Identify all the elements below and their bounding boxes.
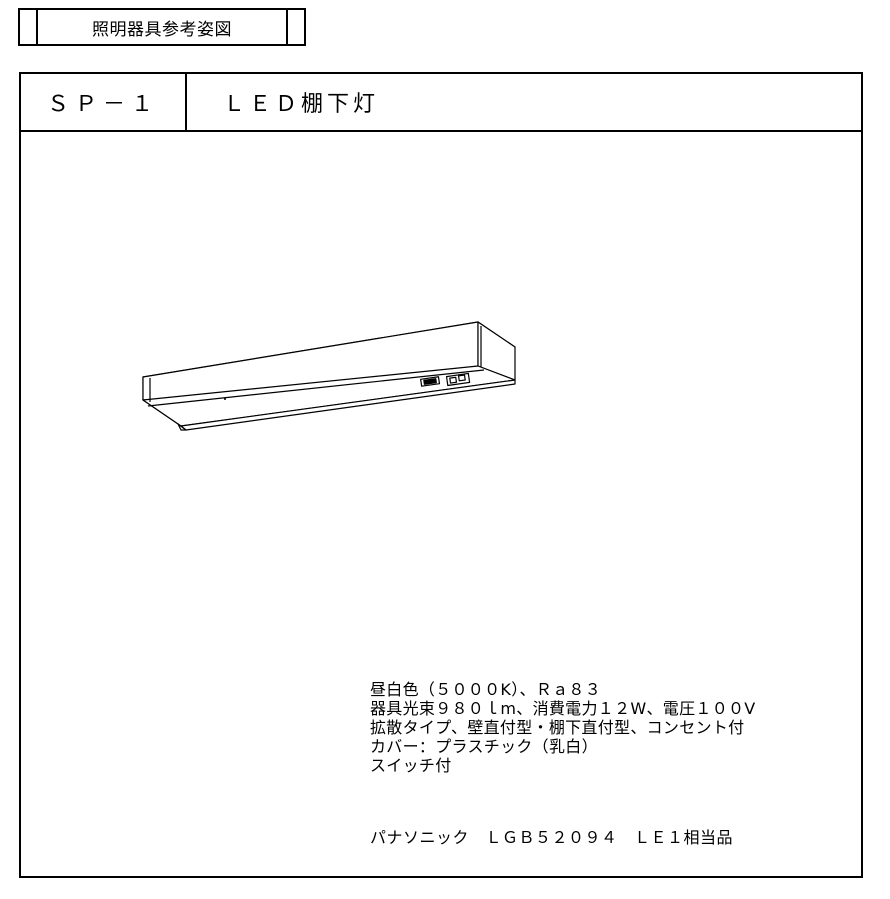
maker-model-line: パナソニック ＬＧＢ５２０９４ ＬＥ１相当品 (370, 828, 734, 847)
fixture-name: ＬＥＤ棚下灯 (223, 92, 380, 117)
sheet-header: ＳＰ－１ ＬＥＤ棚下灯 (21, 74, 861, 132)
spec-line: 昼白色（５０００K）、Ｒａ８３ (370, 680, 601, 699)
spec-line: 拡散タイプ、壁直付型・棚下直付型、コンセント付 (370, 718, 745, 737)
led-undershelf-light-drawing (142, 321, 516, 431)
fixture-code: ＳＰ－１ (21, 74, 187, 130)
spec-line: カバー：プラスチック（乳白） (370, 737, 598, 756)
spec-list: 昼白色（５０００K）、Ｒａ８３ 器具光束９８０ｌm、消費電力１２W、電圧１００V… (370, 680, 756, 775)
figure-title: 照明器具参考姿図 (92, 19, 232, 40)
figure-title-tag: 照明器具参考姿図 (18, 8, 306, 46)
spec-line: スイッチ付 (370, 756, 452, 775)
tag-right-divider (286, 10, 288, 44)
fixture-sheet: ＳＰ－１ ＬＥＤ棚下灯 (19, 72, 863, 878)
spec-line: 器具光束９８０ｌm、消費電力１２W、電圧１００V (370, 699, 756, 718)
tag-left-divider (36, 10, 38, 44)
